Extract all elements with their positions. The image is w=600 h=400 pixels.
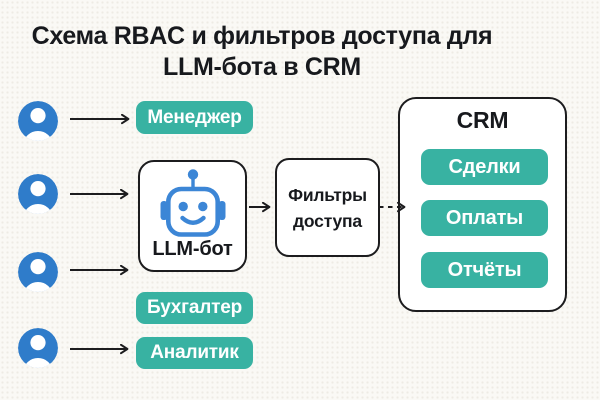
user-icon <box>18 101 58 141</box>
role-badge-manager: Менеджер <box>136 101 253 134</box>
crm-box: CRM Сделки Оплаты Отчёты <box>398 97 567 312</box>
access-filters-label-line1: Фильтры <box>288 184 367 205</box>
user-icon <box>18 174 58 214</box>
user-avatar-4 <box>18 328 58 368</box>
role-badge-manager-label: Менеджер <box>147 106 242 128</box>
robot-icon <box>160 169 225 237</box>
user-avatar-2 <box>18 174 58 214</box>
role-badge-accountant: Бухгалтер <box>136 292 253 324</box>
crm-module-payments-label: Оплаты <box>445 206 524 229</box>
crm-module-reports: Отчёты <box>421 252 548 288</box>
llm-bot-box: LLM-бот <box>138 160 247 272</box>
access-filters-label-line2: доступа <box>293 210 362 231</box>
crm-module-deals: Сделки <box>421 149 548 185</box>
crm-module-reports-label: Отчёты <box>447 258 522 281</box>
user-avatar-3 <box>18 252 58 292</box>
diagram-title-line2: LLM-бота в CRM <box>163 53 361 81</box>
crm-module-payments: Оплаты <box>421 200 548 236</box>
role-badge-analyst-label: Аналитик <box>150 342 239 363</box>
access-filters-box: Фильтры доступа <box>275 158 380 257</box>
diagram-title-line1: Схема RBAC и фильтров доступа для <box>31 22 493 50</box>
crm-module-deals-label: Сделки <box>448 155 521 178</box>
diagram-title: Схема RBAC и фильтров доступа для LLM-бо… <box>0 21 524 83</box>
llm-bot-label: LLM-бот <box>152 238 233 260</box>
user-icon <box>18 328 58 368</box>
crm-title: CRM <box>456 107 509 133</box>
role-badge-analyst: Аналитик <box>136 337 253 369</box>
user-icon <box>18 252 58 292</box>
role-badge-accountant-label: Бухгалтер <box>147 297 242 318</box>
user-avatar-1 <box>18 101 58 141</box>
